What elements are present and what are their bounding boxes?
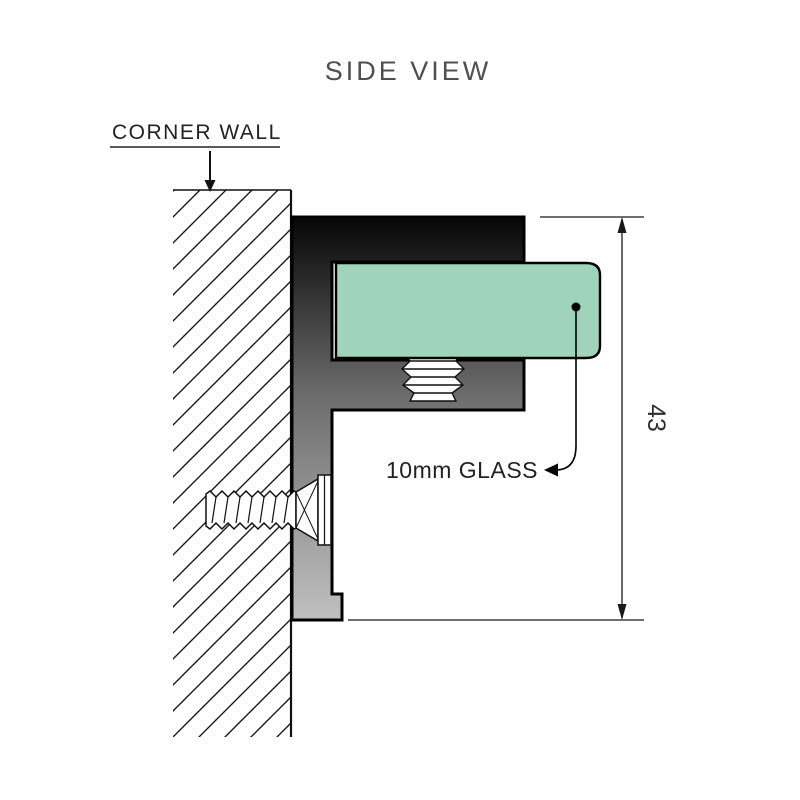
dimension-arrow-bottom <box>617 604 627 620</box>
leader-arrowhead <box>544 463 558 477</box>
screw-thread <box>205 489 297 531</box>
dimension-arrow-top <box>617 217 627 233</box>
corner-wall-label: CORNER WALL <box>112 121 282 144</box>
page-title: SIDE VIEW <box>325 56 492 86</box>
glass-label: 10mm GLASS <box>386 457 538 483</box>
corner-wall-arrow <box>204 151 216 192</box>
dimension-label: 43 <box>642 404 670 432</box>
wall-screw <box>205 474 332 546</box>
glass-leader <box>544 302 581 477</box>
glass-panel <box>334 261 602 360</box>
wall-hatching <box>173 190 291 737</box>
dimension <box>348 216 644 621</box>
grub-screw <box>400 349 466 402</box>
